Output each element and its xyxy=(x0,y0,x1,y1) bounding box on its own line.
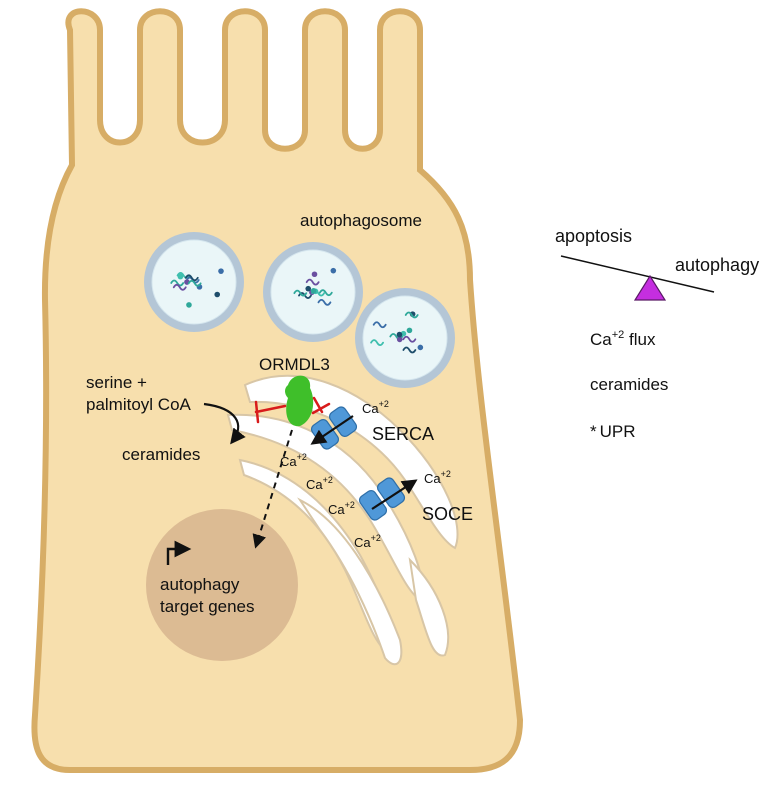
svg-text:Ca+2: Ca+2 xyxy=(328,500,355,517)
serca-label: SERCA xyxy=(372,424,434,444)
serine-label: serine + xyxy=(86,373,147,392)
svg-text:Ca+2: Ca+2 xyxy=(362,399,389,416)
ca-ion-label: Ca+2 xyxy=(354,533,381,550)
inhibition-ceramide-synthesis xyxy=(254,400,287,424)
svg-text:Ca+2: Ca+2 xyxy=(354,533,381,550)
autophagy-genes-label: autophagy xyxy=(160,575,240,594)
balance-fulcrum xyxy=(633,274,667,301)
ormdl3-label: ORMDL3 xyxy=(259,355,330,374)
ca-ion-label: Ca+2 xyxy=(306,475,333,492)
effect-ca-flux: Ca+2 flux xyxy=(590,329,656,349)
serca-ca-arrow xyxy=(310,415,354,445)
balance-scale: apoptosis autophagy xyxy=(555,226,759,301)
promoter-arrow-icon xyxy=(166,540,192,565)
autophagosome-3 xyxy=(355,288,455,388)
autophagosome-label: autophagosome xyxy=(300,211,422,230)
synthesis-arrow xyxy=(203,402,246,445)
soce-ca-arrow xyxy=(371,479,418,510)
autophagosome-2 xyxy=(263,242,363,342)
effect-upr: *UPR xyxy=(590,422,636,441)
inhibition-serca xyxy=(311,396,331,415)
ca-ion-label: Ca+2 xyxy=(280,452,307,469)
soce-label: SOCE xyxy=(422,504,473,524)
svg-text:Ca+2: Ca+2 xyxy=(306,475,333,492)
svg-text:Ca+2: Ca+2 xyxy=(424,469,451,486)
ca-ion-label: Ca+2 xyxy=(362,399,389,416)
balance-left-label: apoptosis xyxy=(555,226,632,246)
effect-ceramides: ceramides xyxy=(590,375,668,394)
balance-right-label: autophagy xyxy=(675,255,759,275)
soce-channel xyxy=(358,477,406,521)
endoplasmic-reticulum xyxy=(226,374,459,666)
ca-ion-label: Ca+2 xyxy=(424,469,451,486)
ca-ion-label: Ca+2 xyxy=(328,500,355,517)
ceramides-label: ceramides xyxy=(122,445,200,464)
svg-text:Ca+2: Ca+2 xyxy=(280,452,307,469)
balance-beam xyxy=(560,255,715,293)
palmitoyl-coa-label: palmitoyl CoA xyxy=(86,395,192,414)
target-genes-label: target genes xyxy=(160,597,255,616)
ormdl3-protein xyxy=(285,375,314,427)
autophagosome-1 xyxy=(144,232,244,332)
signal-to-nucleus-arrow xyxy=(252,429,293,549)
